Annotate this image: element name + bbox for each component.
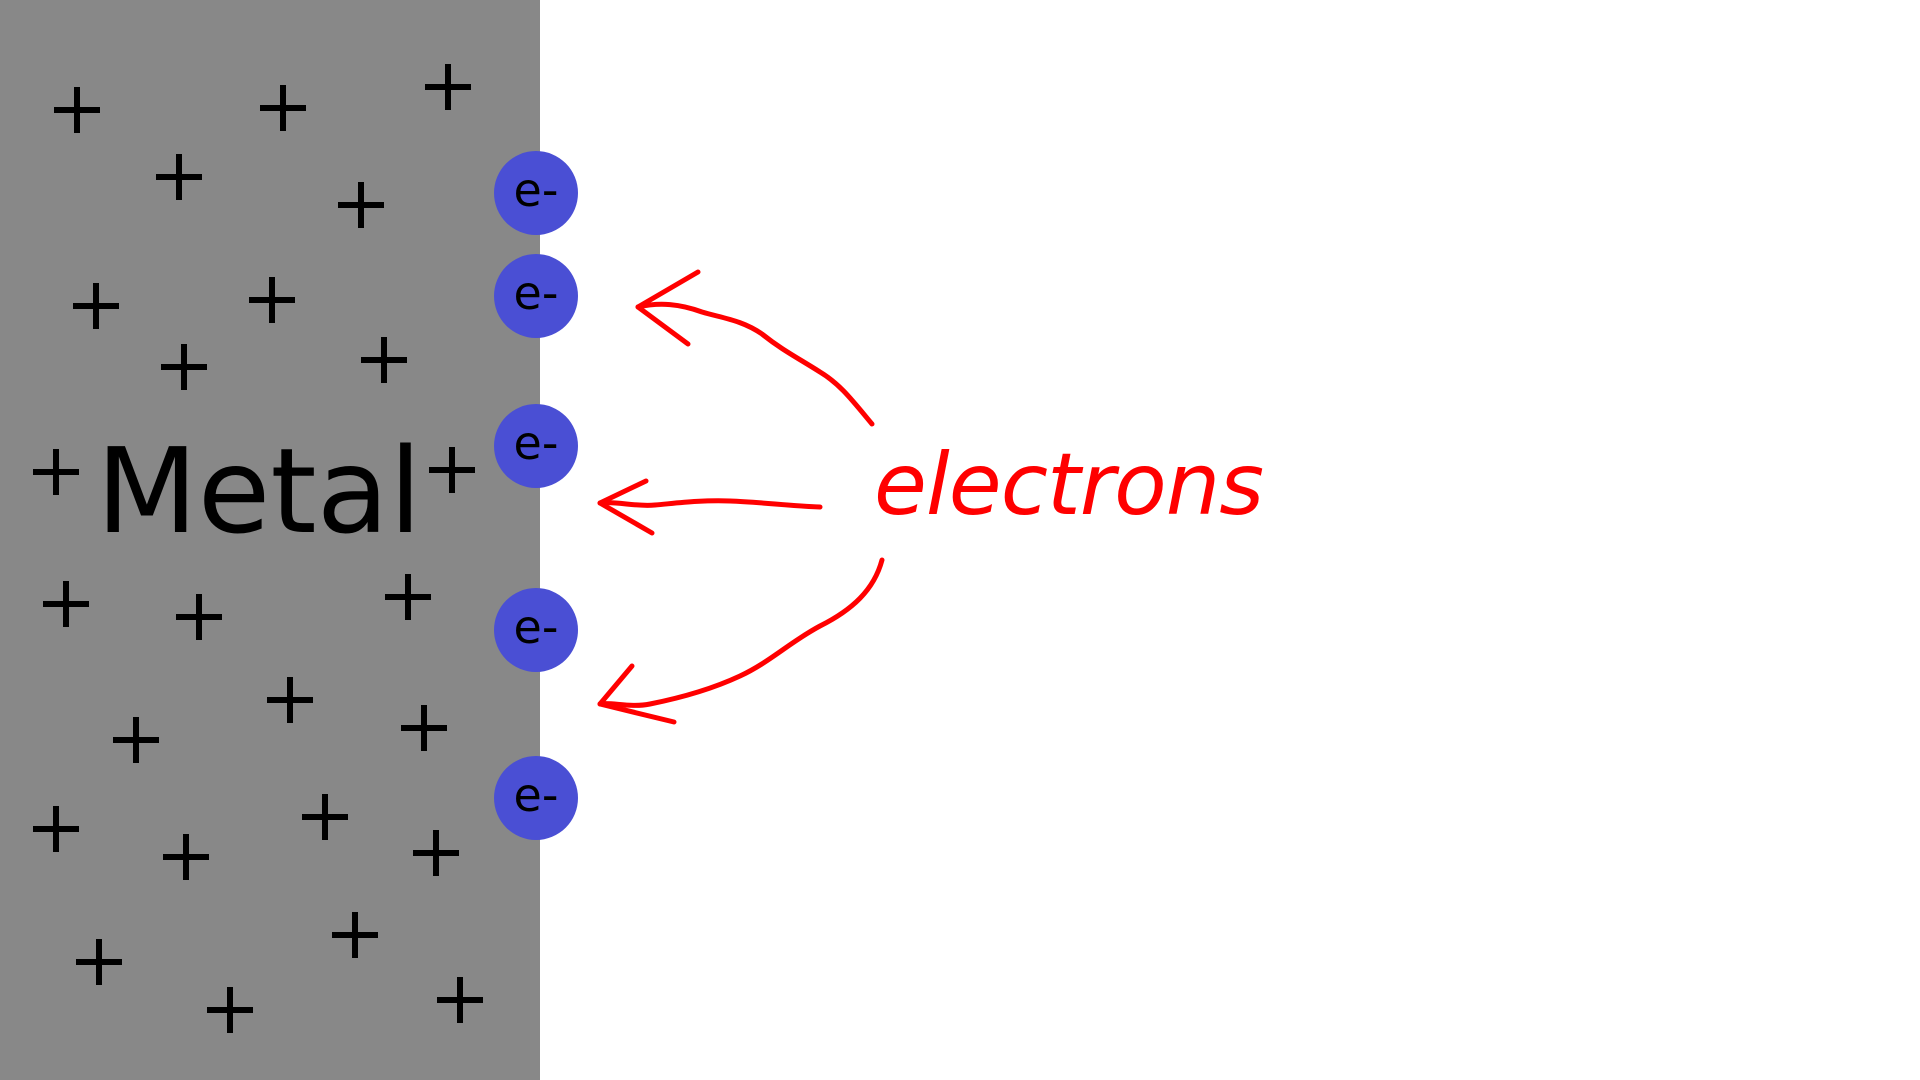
electron-1: e- (494, 151, 578, 235)
positive-charge-icon (161, 344, 207, 390)
positive-charge-icon (163, 834, 209, 880)
positive-charge-icon (249, 277, 295, 323)
positive-charge-icon (267, 677, 313, 723)
middle-arrow-head (597, 478, 655, 536)
positive-charge-icon (33, 806, 79, 852)
positive-charge-icon (429, 447, 475, 493)
top-arrow-head (635, 269, 701, 347)
positive-charge-icon (73, 283, 119, 329)
metal-label: Metal (96, 422, 422, 560)
positive-charge-icon (113, 717, 159, 763)
positive-charge-icon (361, 337, 407, 383)
electron-2: e- (494, 254, 578, 338)
middle-arrow (597, 498, 823, 510)
positive-charge-icon (260, 85, 306, 131)
bottom-arrow (597, 557, 885, 708)
positive-charge-icon (43, 581, 89, 627)
positive-charge-icon (385, 574, 431, 620)
electron-5: e- (494, 756, 578, 840)
positive-charge-icon (425, 64, 471, 110)
positive-charge-icon (401, 705, 447, 751)
electron-3: e- (494, 404, 578, 488)
positive-charge-icon (33, 449, 79, 495)
positive-charge-icon (338, 182, 384, 228)
electron-4: e- (494, 588, 578, 672)
positive-charge-icon (207, 987, 253, 1033)
bottom-arrow-head (597, 663, 677, 725)
positive-charge-icon (176, 594, 222, 640)
positive-charge-icon (156, 154, 202, 200)
positive-charge-icon (332, 912, 378, 958)
electrons-label: electrons (874, 435, 1264, 535)
positive-charge-icon (437, 977, 483, 1023)
positive-charge-icon (302, 794, 348, 840)
positive-charge-icon (54, 87, 100, 133)
positive-charge-icon (76, 939, 122, 985)
top-arrow (635, 301, 875, 427)
positive-charge-icon (413, 830, 459, 876)
